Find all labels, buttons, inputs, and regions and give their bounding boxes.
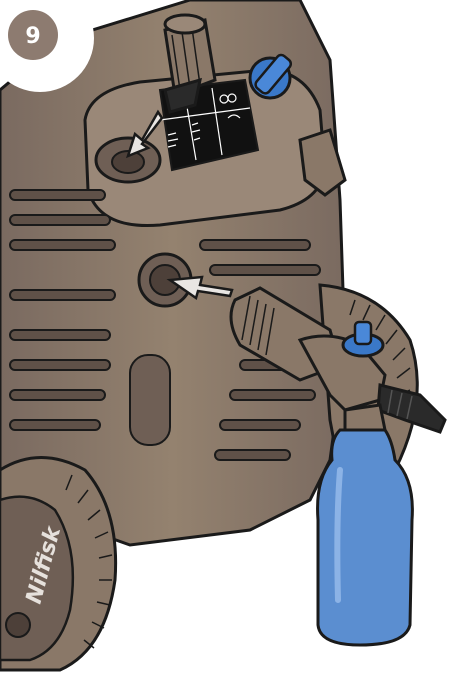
front-wheel-left: Nilfisk [0, 458, 116, 671]
step-number: 9 [25, 24, 40, 49]
